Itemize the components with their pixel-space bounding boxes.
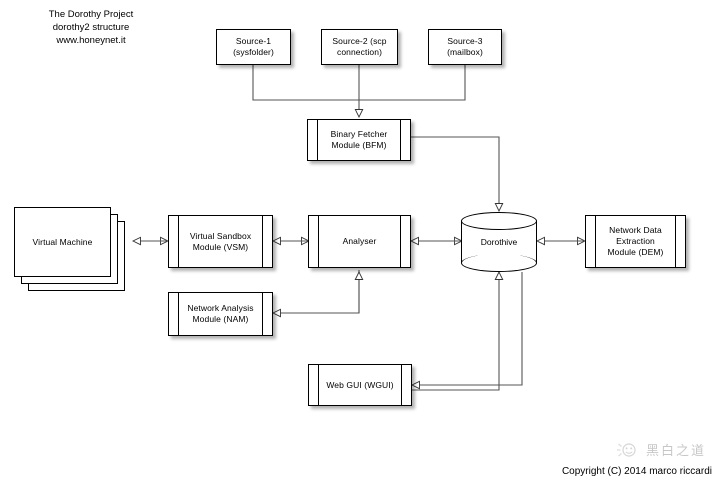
cylinder-bottom [461,254,537,272]
node-binary-fetcher-module-label: Binary Fetcher Module (BFM) [330,129,388,150]
vm-sheet-front: Virtual Machine [14,207,111,277]
module-bar-right [675,216,676,267]
title-line-3: www.honeynet.it [56,35,126,46]
title-line-2: dorothy2 structure [52,22,130,33]
node-dorothive[interactable]: Dorothive [461,212,537,272]
node-source-1[interactable]: Source-1 (sysfolder) [216,29,291,65]
cylinder-top [461,212,537,230]
module-bar-left [318,216,319,267]
node-binary-fetcher-module[interactable]: Binary Fetcher Module (BFM) [307,119,411,161]
node-source-3[interactable]: Source-3 (mailbox) [428,29,502,65]
node-dorothive-label: Dorothive [480,237,518,247]
copyright-text: Copyright (C) 2014 marco riccardi [561,466,712,477]
module-bar-left [317,120,318,160]
node-web-gui[interactable]: Web GUI (WGUI) [308,364,412,406]
node-network-data-extraction-module-label: Network Data Extraction Module (DEM) [607,225,664,257]
edge-analyser-to-nam [273,270,360,313]
node-network-data-extraction-module[interactable]: Network Data Extraction Module (DEM) [585,215,686,268]
node-analyser-label: Analyser [342,236,377,246]
node-virtual-machine[interactable]: Virtual Machine [14,207,133,292]
module-bar-right [262,216,263,267]
edge-bfm-to-dorothive [411,136,499,211]
title-line-1: The Dorothy Project [48,9,134,20]
module-bar-right [400,216,401,267]
node-network-analysis-module[interactable]: Network Analysis Module (NAM) [168,292,273,336]
module-bar-left [178,216,179,267]
module-bar-left [318,365,319,405]
node-web-gui-label: Web GUI (WGUI) [326,379,394,390]
diagram-title: The Dorothy Project dorothy2 structure w… [6,8,176,47]
module-bar-right [400,120,401,160]
module-bar-left [595,216,596,267]
module-bar-right [401,365,402,405]
module-bar-left [178,293,179,335]
node-virtual-sandbox-module[interactable]: Virtual Sandbox Module (VSM) [168,215,273,268]
module-bar-right [262,293,263,335]
node-source-1-label: Source-1 (sysfolder) [233,36,274,57]
node-source-2-label: Source-2 (scp connection) [332,36,387,57]
node-virtual-sandbox-module-label: Virtual Sandbox Module (VSM) [189,230,252,252]
node-analyser[interactable]: Analyser [308,215,411,268]
edge-dorothive-to-wgui [412,272,523,385]
smiley-icon [616,442,636,457]
node-source-3-label: Source-3 (mailbox) [447,36,483,57]
node-virtual-machine-label: Virtual Machine [32,236,93,247]
node-network-analysis-module-label: Network Analysis Module (NAM) [187,303,254,324]
watermark-text: 黑白之道 [645,444,706,459]
node-source-2[interactable]: Source-2 (scp connection) [321,29,398,65]
watermark: 黑白之道 [615,440,706,459]
